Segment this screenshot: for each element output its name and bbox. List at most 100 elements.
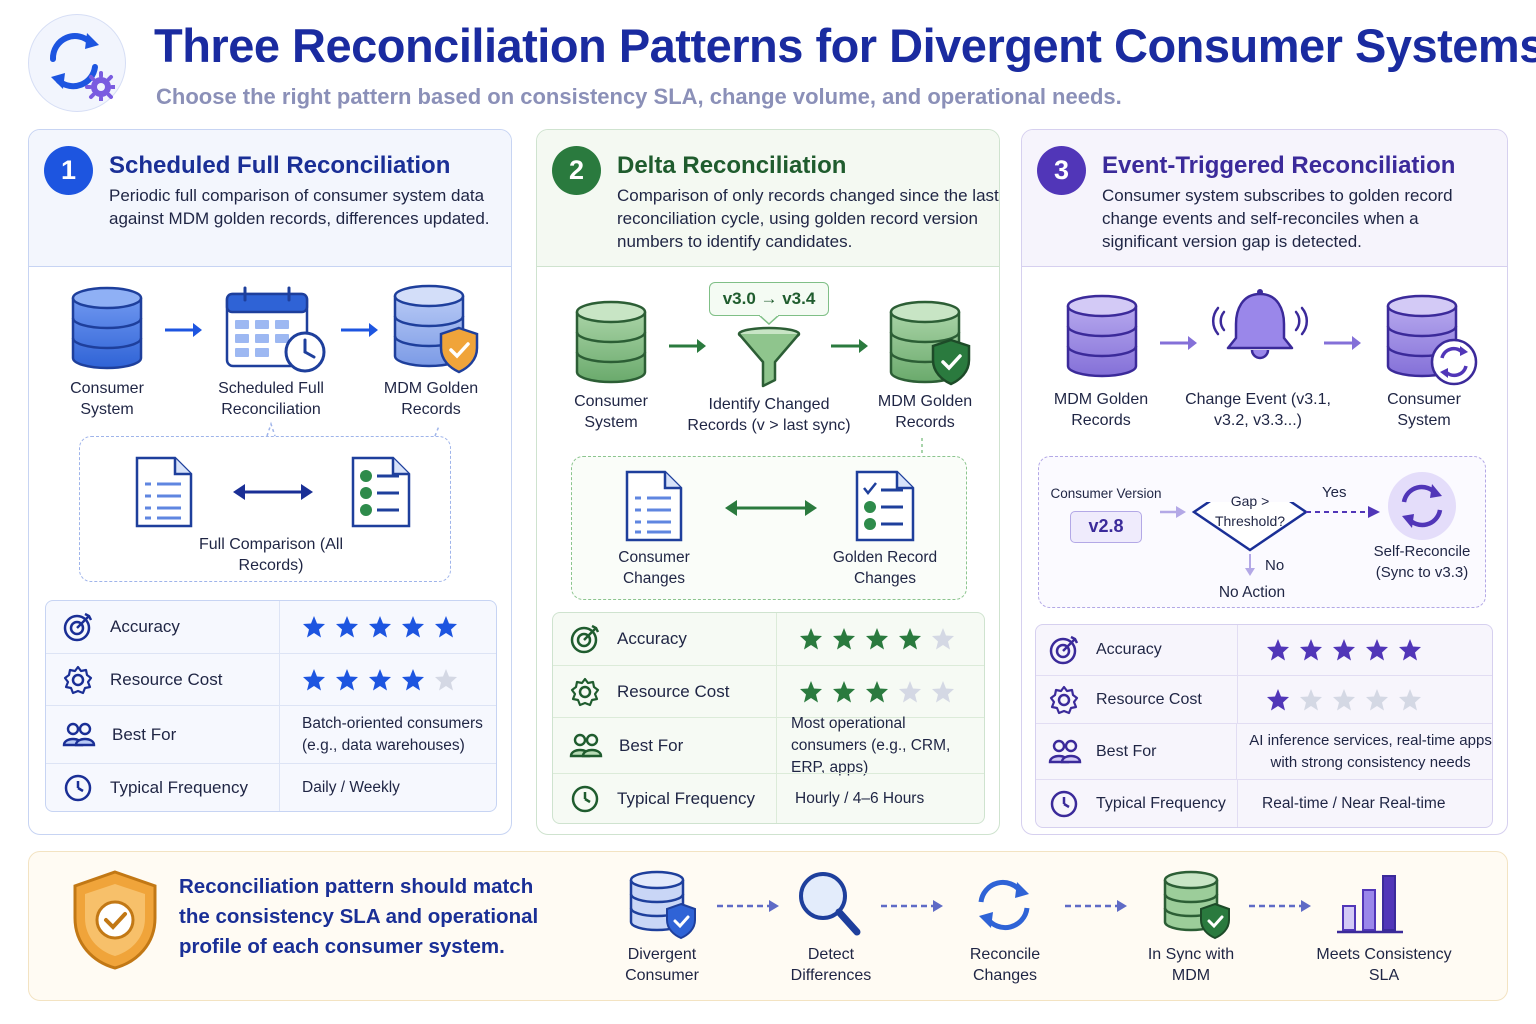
gear-icon bbox=[63, 665, 93, 694]
metric-label: Resource Cost bbox=[110, 669, 223, 689]
pattern-number-badge: 1 bbox=[44, 146, 93, 195]
database-shield-icon bbox=[629, 870, 696, 940]
self-reconcile-label: Self-Reconcile (Sync to v3.3) bbox=[1373, 543, 1471, 581]
star-empty-icon bbox=[1333, 688, 1355, 710]
decision-yes-label: Yes bbox=[1322, 484, 1347, 501]
best-for-value: Batch-oriented consumers (e.g., data war… bbox=[302, 714, 483, 754]
star-filled-icon bbox=[833, 628, 855, 650]
resource-cost-stars bbox=[777, 680, 955, 704]
footer-step-label: Meets Consistency SLA bbox=[1316, 946, 1452, 984]
shield-check-icon bbox=[73, 870, 157, 970]
pattern-description: Comparison of only records changed since… bbox=[617, 186, 999, 251]
version-range-badge: v3.0 → v3.4 bbox=[709, 282, 829, 316]
pattern-number-badge: 2 bbox=[552, 146, 601, 195]
flow-label-mdm-golden-records: MDM Golden Records bbox=[877, 393, 973, 431]
decision-label: Gap > Threshold? bbox=[1214, 493, 1286, 529]
connector-lines bbox=[266, 421, 440, 437]
panel-header: 2 Delta Reconciliation Comparison of onl… bbox=[537, 130, 999, 267]
metric-row-resource-cost: Resource Cost bbox=[46, 653, 496, 705]
star-filled-icon bbox=[899, 628, 921, 650]
metric-row-accuracy: Accuracy bbox=[46, 601, 496, 653]
star-empty-icon bbox=[1366, 688, 1388, 710]
pattern-panel-event-triggered: 3 Event-Triggered Reconciliation Consume… bbox=[1021, 129, 1508, 835]
database-shield-icon bbox=[393, 284, 479, 374]
users-icon bbox=[1048, 739, 1082, 763]
frequency-value: Real-time / Near Real-time bbox=[1262, 794, 1446, 812]
database-shield-icon bbox=[889, 300, 971, 386]
star-filled-icon bbox=[435, 616, 457, 638]
metric-label: Resource Cost bbox=[617, 681, 730, 701]
gear-icon bbox=[1049, 685, 1079, 714]
resource-cost-stars bbox=[280, 668, 458, 692]
frequency-value: Hourly / 4–6 Hours bbox=[795, 789, 925, 807]
double-arrow-icon bbox=[725, 500, 817, 516]
consumer-version-label: Consumer Version bbox=[1050, 486, 1162, 501]
clock-icon bbox=[571, 785, 599, 812]
footer-message: Reconciliation pattern should match the … bbox=[179, 875, 539, 958]
dashed-arrow-icon bbox=[717, 900, 779, 912]
arrow-right-icon bbox=[831, 339, 868, 353]
dashed-arrow-icon bbox=[881, 900, 943, 912]
pattern-title: Scheduled Full Reconciliation bbox=[109, 152, 451, 179]
footer-step-label: Divergent Consumer bbox=[625, 946, 699, 984]
sync-icon bbox=[978, 880, 1030, 930]
best-for-value: Most operational consumers (e.g., CRM, E… bbox=[791, 714, 951, 776]
summary-footer: Reconciliation pattern should match the … bbox=[28, 851, 1508, 1001]
star-filled-icon bbox=[1267, 639, 1289, 661]
clock-icon bbox=[1050, 790, 1078, 817]
metric-row-accuracy: Accuracy bbox=[1036, 625, 1492, 675]
header-sync-gear-icon bbox=[28, 14, 126, 112]
star-filled-icon bbox=[1366, 639, 1388, 661]
pattern-title: Event-Triggered Reconciliation bbox=[1102, 152, 1456, 179]
metric-row-frequency: Typical Frequency Hourly / 4–6 Hours bbox=[553, 773, 984, 823]
star-empty-icon bbox=[435, 668, 457, 690]
document-icon bbox=[135, 456, 193, 528]
panel-header: 3 Event-Triggered Reconciliation Consume… bbox=[1022, 130, 1507, 267]
star-empty-icon bbox=[1399, 688, 1421, 710]
star-filled-icon bbox=[800, 680, 822, 702]
metric-row-frequency: Typical Frequency Daily / Weekly bbox=[46, 763, 496, 811]
metric-label: Best For bbox=[619, 735, 684, 755]
users-icon bbox=[569, 733, 603, 757]
star-filled-icon bbox=[1267, 688, 1289, 710]
star-filled-icon bbox=[369, 616, 391, 638]
document-icon bbox=[625, 470, 683, 542]
metric-row-resource-cost: Resource Cost bbox=[553, 665, 984, 717]
star-empty-icon bbox=[899, 680, 921, 702]
star-filled-icon bbox=[336, 616, 358, 638]
metric-label: Accuracy bbox=[1096, 641, 1162, 658]
flow-label-mdm-golden-records: MDM Golden Records bbox=[1053, 391, 1149, 429]
decision-no-label: No bbox=[1265, 557, 1285, 574]
frequency-value: Daily / Weekly bbox=[302, 778, 400, 796]
gear-icon bbox=[570, 677, 600, 706]
no-action-label: No Action bbox=[1218, 584, 1286, 601]
accuracy-stars bbox=[280, 615, 458, 639]
flow-label-mdm-golden-records: MDM Golden Records bbox=[383, 380, 479, 418]
metric-row-best-for: Best For Most operational consumers (e.g… bbox=[553, 715, 984, 776]
database-sync-icon bbox=[1386, 294, 1478, 386]
metric-label: Typical Frequency bbox=[110, 777, 248, 797]
star-filled-icon bbox=[303, 616, 325, 638]
database-icon bbox=[575, 300, 647, 384]
target-icon bbox=[63, 612, 93, 642]
metric-row-best-for: Best For AI inference services, real-tim… bbox=[1036, 723, 1492, 779]
checklist-document-icon bbox=[855, 470, 915, 542]
metric-label: Accuracy bbox=[110, 617, 180, 636]
arrow-right-icon bbox=[1324, 336, 1361, 350]
magnifier-icon bbox=[799, 872, 861, 936]
clock-icon bbox=[64, 774, 92, 801]
decision-flow-diagram bbox=[1160, 502, 1380, 576]
arrow-right-icon bbox=[341, 323, 378, 337]
footer-step-label: In Sync with MDM bbox=[1147, 946, 1235, 984]
consumer-changes-label: Consumer Changes bbox=[618, 549, 690, 587]
double-arrow-icon bbox=[233, 484, 313, 500]
star-empty-icon bbox=[1300, 688, 1322, 710]
bell-icon bbox=[1211, 289, 1309, 360]
page-subtitle: Choose the right pattern based on consis… bbox=[156, 84, 1122, 109]
flow-label-consumer-system: Consumer System bbox=[70, 380, 144, 418]
star-filled-icon bbox=[402, 616, 424, 638]
metric-row-frequency: Typical Frequency Real-time / Near Real-… bbox=[1036, 779, 1492, 827]
pattern-number-badge: 3 bbox=[1037, 146, 1086, 195]
accuracy-stars bbox=[1238, 638, 1422, 662]
pattern-description: Consumer system subscribes to golden rec… bbox=[1102, 186, 1453, 251]
